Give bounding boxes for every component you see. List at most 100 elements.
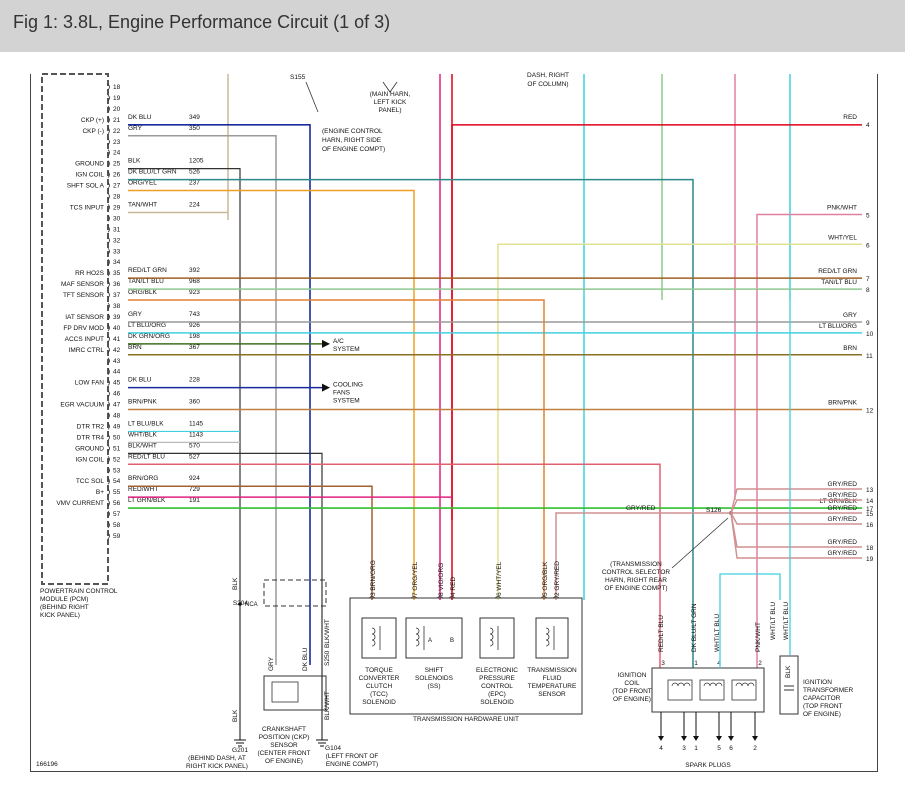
pin-connector	[107, 368, 110, 375]
cooling-fans-note: COOLING	[333, 382, 363, 389]
pin-signal-label: FP DRV MOD	[63, 325, 104, 332]
pin-number: 31	[113, 226, 121, 233]
pin-number: 19	[113, 95, 121, 102]
circuit-number: 349	[189, 114, 200, 121]
plug-arrow-icon	[716, 736, 722, 741]
pin-connector	[107, 280, 110, 288]
right-wire-number: 15	[866, 511, 874, 518]
ckp-coil-box	[271, 681, 299, 703]
right-wire-number: 5	[866, 212, 870, 219]
pin-number: 39	[113, 314, 121, 321]
pin-number: 33	[113, 248, 121, 255]
tcs-harn-note: CONTROL SELECTOR	[602, 569, 671, 576]
engine-control-note: HARN, RIGHT SIDE	[322, 137, 382, 144]
pin-connector	[107, 149, 110, 156]
harness-mark	[382, 81, 398, 93]
pin-connector	[107, 269, 110, 277]
trans-pin-label: 5 ORG/BLK	[542, 561, 549, 596]
pin-connector	[107, 291, 110, 299]
pin-connector	[107, 138, 110, 146]
right-wire-label: GRY	[843, 312, 858, 319]
s250-label: S250	[324, 650, 331, 666]
pin-connector	[410, 596, 418, 599]
wire-color-label: WHT/BLK	[128, 431, 158, 438]
pin-connector	[107, 127, 110, 135]
component-label: SENSOR	[538, 691, 566, 698]
coil-pin-number: 3	[661, 660, 665, 667]
circuit-number: 237	[189, 180, 200, 187]
trans-pin-label: 3 BRN/ORG	[370, 560, 377, 596]
pcm-label: KICK PANEL)	[40, 612, 80, 619]
pin-connector	[107, 258, 110, 266]
dk-blu-lt-grn-wire	[128, 178, 694, 668]
plug-arrow-icon	[728, 736, 734, 741]
main-harn-note: PANEL)	[379, 107, 402, 114]
pin-number: 37	[113, 292, 121, 299]
ckp-wire-label: DK BLU	[302, 647, 309, 671]
pin-connector	[107, 466, 110, 474]
pin-connector	[107, 532, 110, 540]
cooling-fans-note: SYSTEM	[333, 398, 360, 405]
trans-pin-label: 8 VIO/ORG	[438, 563, 445, 596]
dk-blu-ckp-wire	[128, 124, 311, 665]
spark-plug-number: 1	[694, 745, 698, 752]
blk-wht-wire	[128, 452, 323, 740]
pin-number: 18	[113, 84, 121, 91]
coil-symbol	[545, 639, 550, 647]
circuit-number: 527	[189, 453, 200, 460]
ckp-sensor-label: CRANKSHAFT	[262, 726, 306, 733]
circuit-number: 392	[189, 267, 200, 274]
circuit-number: 1205	[189, 158, 204, 165]
ac-system-note: SYSTEM	[333, 346, 360, 353]
pin-signal-label: IGN COIL	[75, 172, 104, 179]
wire-color-label: GRY	[128, 125, 143, 132]
trans-unit-label: TRANSMISSION HARDWARE UNIT	[413, 716, 519, 723]
capacitor-label: CAPACITOR	[803, 695, 841, 702]
trans-pin-label: 7 ORG/YEL	[412, 561, 419, 596]
right-wire-label: WHT/YEL	[828, 234, 857, 241]
circuit-number: 191	[189, 497, 200, 504]
gry-red-wire-19	[730, 512, 862, 559]
pin-connector	[107, 445, 110, 452]
pin-connector	[107, 477, 110, 485]
pin-number: 29	[113, 204, 121, 211]
pin-signal-label: DTR TR4	[77, 434, 105, 441]
coil-symbol	[545, 633, 550, 641]
pin-connector	[368, 596, 376, 599]
pin-number: 59	[113, 533, 121, 540]
pin-signal-label: CKP (-)	[82, 128, 104, 135]
pin-number: 20	[113, 106, 121, 113]
right-wire-label: RED/LT GRN	[818, 268, 857, 275]
dash-note: OF COLUMN)	[527, 81, 568, 88]
wire-color-label: TAN/LT BLU	[128, 278, 164, 285]
spark-plug-number: 5	[717, 745, 721, 752]
coil-winding	[667, 679, 693, 701]
pin-number: 48	[113, 413, 121, 420]
wire-color-label: DK BLU/LT GRN	[128, 169, 177, 176]
circuit-number: 367	[189, 344, 200, 351]
main-harn-note: (MAIN HARN,	[370, 91, 411, 98]
coil-symbol	[371, 627, 376, 635]
trans-unit-box	[349, 597, 583, 715]
coil-wire-label: DK BLU/LT GRN	[691, 603, 698, 652]
component-label: CLUTCH	[366, 683, 393, 690]
component-label: SHIFT	[425, 667, 444, 674]
right-wire-number: 11	[866, 353, 873, 360]
wire-color-label: LT BLU/ORG	[128, 322, 166, 329]
wht-lt-blu-wire	[719, 573, 781, 668]
circuit-number: 350	[189, 125, 200, 132]
wire-color-label: TAN/WHT	[128, 201, 157, 208]
pin-signal-label: ACCS INPUT	[65, 336, 104, 343]
circuit-number: 923	[189, 289, 200, 296]
pin-number: 57	[113, 511, 121, 518]
ckp-shield-box	[263, 579, 327, 607]
right-wire-number: 6	[866, 242, 870, 249]
pin-number: 47	[113, 402, 121, 409]
component-label: (TCC)	[370, 691, 388, 698]
coil-symbol	[489, 639, 494, 647]
capacitor-label: OF ENGINE)	[803, 711, 841, 718]
leader-line	[671, 517, 729, 569]
brn-org-wire	[128, 485, 373, 600]
blk-label: BLK/WHT	[324, 691, 331, 720]
